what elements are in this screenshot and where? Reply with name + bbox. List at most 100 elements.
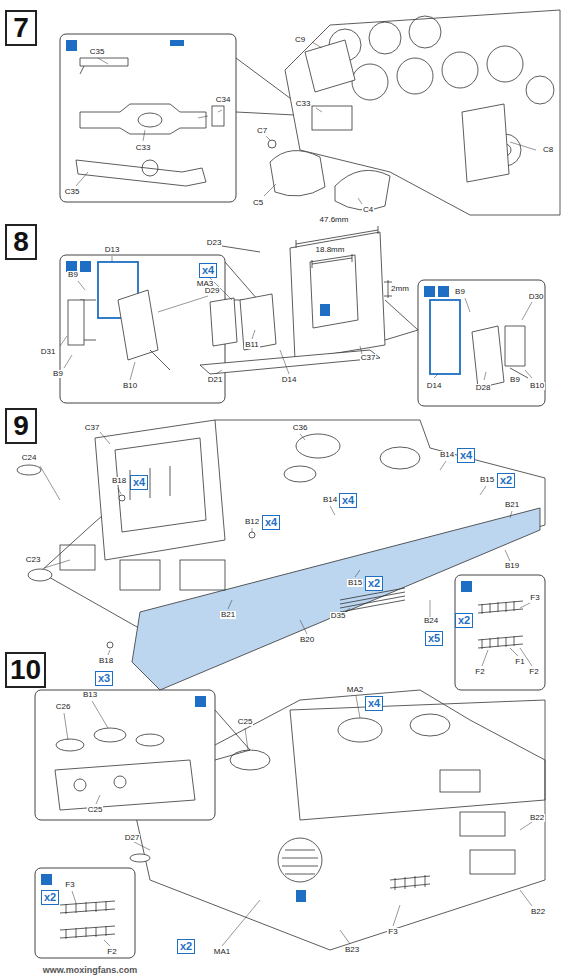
part-number: D14: [281, 376, 298, 384]
quantity: x4: [342, 495, 354, 506]
quantity-box: x2: [365, 576, 383, 591]
part-number: C37: [84, 424, 101, 432]
quantity-box: x4: [339, 493, 357, 508]
watermark: www.moxingfans.com: [42, 966, 139, 975]
part-number: B9: [52, 370, 64, 378]
quantity: x2: [458, 615, 470, 626]
quantity-box: x5: [425, 631, 443, 646]
part-number: C7: [256, 127, 268, 135]
part-number: C25: [87, 806, 104, 814]
part-number: B19: [504, 562, 520, 570]
part-number: B12: [244, 518, 260, 526]
part-number: D28: [475, 384, 492, 392]
part-number: F3: [529, 594, 540, 602]
part-number: B10: [529, 382, 545, 390]
quantity: x4: [265, 517, 277, 528]
quantity-box: x2: [177, 939, 195, 954]
quantity: x2: [44, 892, 56, 903]
step-number: 7: [13, 14, 29, 42]
part-number: D14: [426, 382, 443, 390]
part-number: B14: [439, 451, 455, 459]
part-number: B22: [529, 814, 545, 822]
part-number: B22: [530, 908, 546, 916]
step-number-box: 9: [5, 408, 37, 444]
step-number: 9: [13, 412, 29, 440]
part-number: C25: [237, 718, 254, 726]
step-number-box: 10: [5, 652, 46, 688]
part-number: MA1: [213, 948, 231, 956]
part-number: F1: [514, 658, 525, 666]
part-number: MA2: [346, 686, 364, 694]
part-number: F2: [106, 948, 117, 956]
part-number: D27: [124, 834, 141, 842]
part-number: B20: [299, 636, 315, 644]
part-number: B15: [347, 579, 363, 587]
part-number: B9: [454, 288, 466, 296]
part-number: C4: [362, 206, 374, 214]
part-number: D35: [330, 612, 347, 620]
quantity: x3: [98, 673, 110, 684]
part-number: C35: [89, 48, 106, 56]
part-number: C9: [294, 36, 306, 44]
dimension: 18.8mm: [315, 246, 346, 254]
quantity-box: x2: [455, 613, 473, 628]
part-number: C36: [292, 424, 309, 432]
quantity: x2: [500, 475, 512, 486]
part-number: B9: [67, 271, 79, 279]
part-number: C5: [252, 199, 264, 207]
part-number: D21: [207, 376, 224, 384]
step-number-box: 7: [5, 10, 37, 46]
quantity: x4: [368, 698, 380, 709]
quantity-box: x3: [95, 671, 113, 686]
quantity: x4: [460, 450, 472, 461]
part-number: F2: [528, 668, 539, 676]
quantity-box: x4: [130, 475, 148, 490]
part-number: F2: [474, 668, 485, 676]
part-number: D30: [528, 293, 545, 301]
part-number: B15: [479, 476, 495, 484]
part-number: MA3: [196, 280, 214, 288]
part-number: F3: [64, 881, 75, 889]
part-number: C34: [215, 96, 232, 104]
part-number: C33: [135, 144, 152, 152]
part-number: C35: [64, 188, 81, 196]
part-number: B10: [122, 382, 138, 390]
part-number: D31: [40, 348, 57, 356]
part-number: C23: [25, 556, 42, 564]
part-number: F3: [387, 928, 398, 936]
part-number: D13: [104, 246, 121, 254]
quantity-box: x2: [497, 473, 515, 488]
part-number: C24: [21, 454, 38, 462]
quantity: x4: [202, 265, 214, 276]
quantity-box: x4: [457, 448, 475, 463]
quantity: x2: [368, 578, 380, 589]
part-number: C8: [542, 146, 554, 154]
part-number: B21: [220, 611, 236, 619]
part-number: B13: [82, 691, 98, 699]
part-number: C26: [55, 703, 72, 711]
part-number: B9: [509, 376, 521, 384]
part-number: B21: [504, 501, 520, 509]
part-number: B11: [244, 341, 260, 349]
part-number: C37: [360, 354, 377, 362]
quantity-box: x4: [199, 263, 217, 278]
quantity-box: x4: [365, 696, 383, 711]
step-number: 8: [13, 228, 29, 256]
quantity-box: x2: [41, 890, 59, 905]
part-number: B18: [98, 657, 114, 665]
step-number-box: 8: [5, 224, 37, 260]
part-number: B18: [111, 477, 127, 485]
part-number: B24: [423, 617, 439, 625]
quantity: x5: [428, 633, 440, 644]
dimension: 2mm: [390, 285, 410, 293]
quantity: x2: [180, 941, 192, 952]
part-number: B23: [344, 946, 360, 954]
step-number: 10: [10, 656, 41, 684]
part-number: B14: [322, 496, 338, 504]
quantity: x4: [133, 477, 145, 488]
dimension: 47.6mm: [319, 216, 350, 224]
part-number: D23: [206, 239, 223, 247]
part-number: D29: [204, 287, 221, 295]
part-number: C33: [295, 100, 312, 108]
